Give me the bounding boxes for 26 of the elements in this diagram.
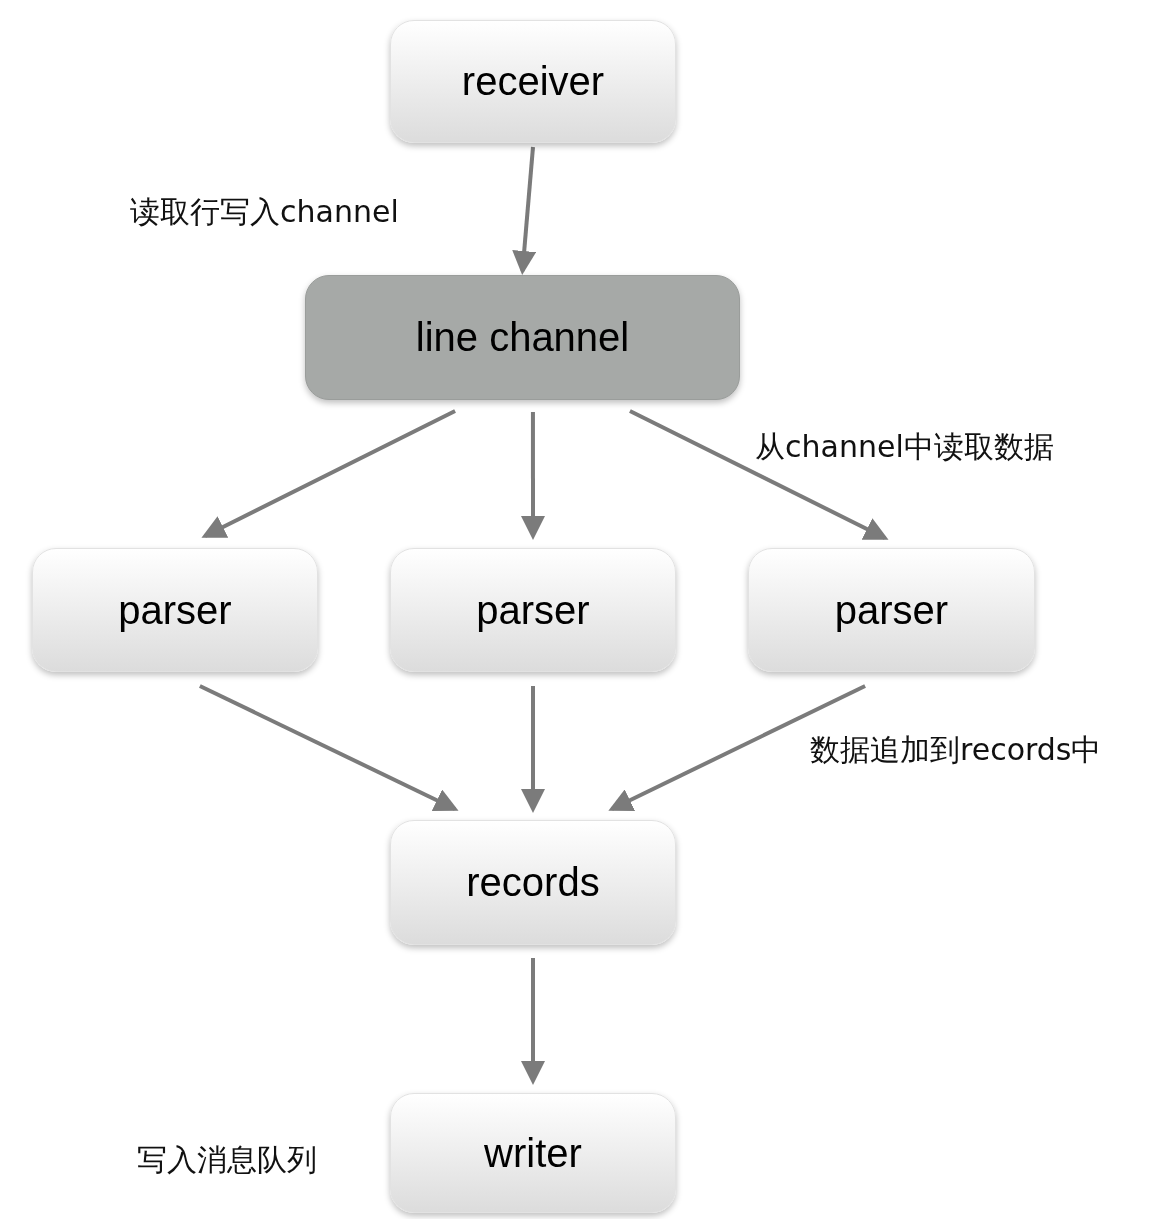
arrow bbox=[608, 684, 866, 812]
arrow bbox=[521, 412, 545, 540]
process-box bbox=[32, 548, 318, 672]
edge-label: 数据追加到records中 bbox=[810, 731, 1102, 769]
node-label: line channel bbox=[415, 315, 630, 360]
process-box bbox=[748, 548, 1035, 672]
node-label: parser bbox=[476, 587, 590, 633]
arrow bbox=[512, 146, 537, 275]
edge-label: 从channel中读取数据 bbox=[755, 428, 1054, 466]
node-note: 写入消息队列 bbox=[137, 1141, 317, 1179]
edge-label: 读取行写入channel bbox=[130, 193, 399, 231]
node-label: receiver bbox=[461, 59, 605, 104]
arrow bbox=[629, 409, 889, 540]
arrow bbox=[199, 684, 459, 812]
process-box bbox=[390, 1093, 676, 1213]
process-box bbox=[390, 820, 676, 945]
process-box bbox=[390, 20, 676, 143]
node-label: parser bbox=[834, 587, 949, 633]
process-box bbox=[305, 275, 740, 400]
node-label: writer bbox=[484, 1130, 582, 1176]
process-box bbox=[390, 548, 676, 672]
arrow bbox=[521, 686, 545, 813]
arrow bbox=[521, 958, 545, 1085]
arrow bbox=[201, 409, 456, 538]
node-label: parser bbox=[118, 587, 232, 633]
node-label: records bbox=[466, 860, 600, 905]
